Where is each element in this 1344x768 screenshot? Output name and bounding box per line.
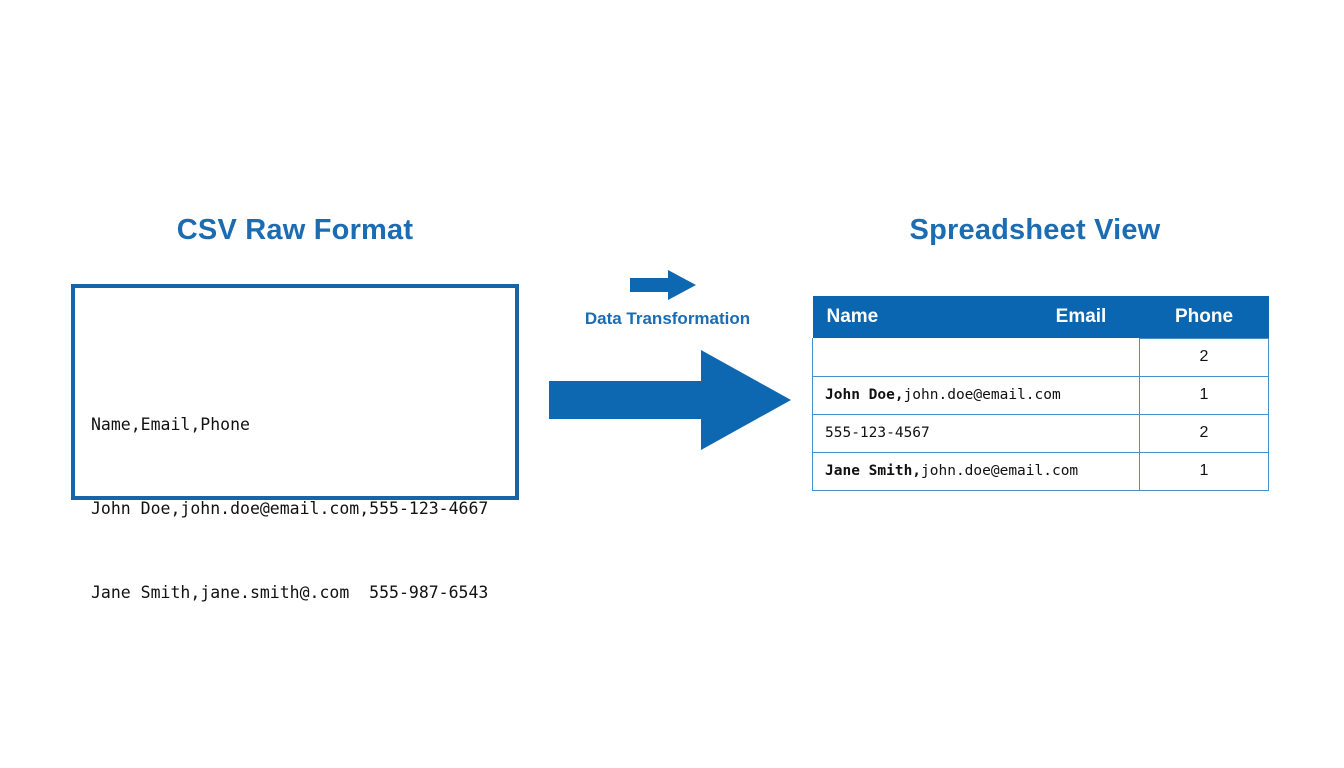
cell-rest-text: john.doe@email.com xyxy=(921,463,1079,479)
csv-line-record-2: Jane Smith,jane.smith@.com 555-987-6543 xyxy=(91,583,489,602)
csv-raw-text: Name,Email,Phone John Doe,john.doe@email… xyxy=(91,355,511,663)
cell-phone[interactable]: 2 xyxy=(1139,337,1269,377)
csv-line-header: Name,Email,Phone xyxy=(91,415,250,434)
cell-phone[interactable]: 1 xyxy=(1139,375,1269,415)
table-header: Name Email Phone xyxy=(812,296,1269,338)
spreadsheet-table: Name Email Phone 2 John Doe,john.doe@ema… xyxy=(812,296,1269,491)
column-header-phone[interactable]: Phone xyxy=(1139,296,1269,338)
spreadsheet-view-title: Spreadsheet View xyxy=(909,214,1161,246)
cell-rest-text: 555-123-4567 xyxy=(825,425,930,441)
cell-data[interactable]: John Doe,john.doe@email.com xyxy=(812,375,1140,415)
large-arrow-right-icon xyxy=(549,350,791,450)
small-arrow-right-icon xyxy=(630,270,696,300)
cell-data[interactable]: 555-123-4567 xyxy=(812,413,1140,453)
cell-phone[interactable]: 1 xyxy=(1139,451,1269,491)
cell-phone[interactable]: 2 xyxy=(1139,413,1269,453)
table-body: 2 John Doe,john.doe@email.com 1 555-123-… xyxy=(812,337,1269,491)
table-header-row: Name Email Phone xyxy=(812,296,1269,338)
cell-data[interactable] xyxy=(812,338,1140,377)
data-transformation-label: Data Transformation xyxy=(584,309,751,328)
cell-bold-text: John Doe, xyxy=(825,387,904,403)
table-row[interactable]: Jane Smith,john.doe@email.com 1 xyxy=(812,451,1269,491)
column-header-name[interactable]: Name xyxy=(812,296,1023,338)
cell-rest-text: john.doe@email.com xyxy=(903,387,1061,403)
cell-data[interactable]: Jane Smith,john.doe@email.com xyxy=(812,451,1140,491)
cell-bold-text: Jane Smith, xyxy=(825,463,922,479)
csv-raw-box xyxy=(71,284,519,500)
table-row[interactable]: 2 xyxy=(812,337,1269,377)
csv-line-record-1: John Doe,john.doe@email.com,555-123-4667 xyxy=(91,499,489,518)
column-header-email[interactable]: Email xyxy=(1022,296,1140,338)
csv-raw-format-title: CSV Raw Format xyxy=(176,214,414,246)
table-row[interactable]: John Doe,john.doe@email.com 1 xyxy=(812,375,1269,415)
table-row[interactable]: 555-123-4567 2 xyxy=(812,413,1269,453)
